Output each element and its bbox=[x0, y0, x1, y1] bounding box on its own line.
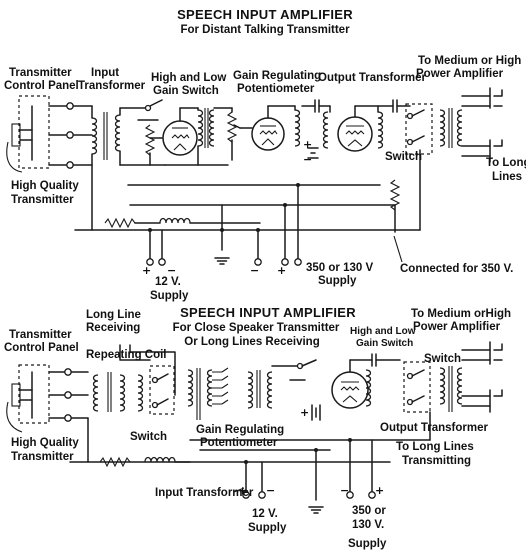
top-label-switch: Switch bbox=[385, 151, 422, 163]
top-title: SPEECH INPUT AMPLIFIER bbox=[177, 7, 353, 22]
top-label-gain-regulating: Gain Regulating bbox=[233, 70, 321, 82]
top-transmitter-control-panel bbox=[6, 95, 50, 173]
bottom-label-potentiometer: Potentiometer bbox=[200, 437, 278, 449]
top-input-transformer bbox=[91, 105, 121, 166]
top-label-power-amp: Power Amplifier bbox=[416, 68, 504, 80]
bottom-label-transmitter: Transmitter bbox=[9, 329, 72, 341]
bottom-output-transformer bbox=[439, 366, 463, 412]
bottom-label-hq-transmitter: Transmitter bbox=[11, 451, 74, 463]
top-label-to-long: To Long bbox=[486, 157, 526, 169]
top-label-output-transformer: Output Transformer bbox=[318, 72, 427, 84]
top-gain-potentiometer bbox=[213, 107, 253, 161]
top-label-input: Input bbox=[91, 67, 119, 79]
bottom-label-350-supply: Supply bbox=[348, 538, 387, 550]
bottom-label-repeating-coil: Repeating Coil bbox=[86, 349, 167, 361]
top-amplifier-diagram: SPEECH INPUT AMPLIFIER For Distant Talki… bbox=[4, 7, 526, 302]
bottom-label-to-long-lines: To Long Lines bbox=[396, 441, 474, 453]
bottom-input-transformer bbox=[187, 367, 229, 420]
bottom-label-12v-supply: Supply bbox=[248, 522, 287, 534]
top-output-transformer bbox=[439, 108, 463, 148]
top-label-high-low: High and Low bbox=[151, 72, 226, 84]
bottom-label-control-panel: Control Panel bbox=[4, 342, 79, 354]
svg-text:+: + bbox=[300, 406, 309, 419]
top-label-12v-supply: Supply bbox=[150, 290, 189, 302]
bottom-label-high-quality: High Quality bbox=[11, 437, 79, 449]
top-label-transmitter: Transmitter bbox=[9, 67, 72, 79]
bottom-label-12v: 12 V. bbox=[252, 508, 278, 520]
top-label-potentiometer: Potentiometer bbox=[237, 83, 315, 95]
bottom-subtitle-1: For Close Speaker Transmitter bbox=[173, 322, 340, 334]
top-label-gain-switch: Gain Switch bbox=[153, 85, 219, 97]
bottom-label-high-low: High and Low bbox=[350, 326, 416, 337]
bottom-right-switch bbox=[403, 361, 431, 413]
top-label-connected-350: Connected for 350 V. bbox=[400, 263, 513, 275]
svg-text:+: + bbox=[142, 264, 151, 277]
top-tube-3 bbox=[337, 105, 373, 152]
top-label-12v: 12 V. bbox=[155, 276, 181, 288]
svg-text:+: + bbox=[238, 484, 247, 497]
bottom-transmitter-control-panel bbox=[6, 364, 50, 433]
top-label-high-quality: High Quality bbox=[11, 180, 79, 192]
svg-text:−: − bbox=[167, 264, 176, 277]
top-label-350v: 350 or 130 V bbox=[306, 262, 373, 274]
svg-text:−: − bbox=[303, 153, 312, 166]
bottom-label-power-amp: Power Amplifier bbox=[413, 321, 501, 333]
svg-text:−: − bbox=[250, 264, 259, 277]
bottom-label-130v: 130 V. bbox=[352, 519, 384, 531]
top-label-lines: Lines bbox=[492, 171, 522, 183]
bottom-left-switch bbox=[149, 365, 175, 415]
top-subtitle: For Distant Talking Transmitter bbox=[180, 24, 350, 36]
bottom-title: SPEECH INPUT AMPLIFIER bbox=[180, 305, 356, 320]
bottom-label-to-medium: To Medium orHigh bbox=[411, 308, 511, 320]
top-tube-1 bbox=[149, 107, 198, 156]
svg-text:+: + bbox=[303, 138, 312, 151]
bottom-repeating-coil bbox=[92, 372, 144, 412]
bottom-label-switch-right: Switch bbox=[424, 353, 461, 365]
bottom-label-gain-regulating: Gain Regulating bbox=[196, 424, 284, 436]
bottom-label-350-or: 350 or bbox=[352, 505, 386, 517]
top-label-transformer: Transformer bbox=[78, 80, 146, 92]
bottom-label-gain-switch: Gain Switch bbox=[356, 338, 413, 349]
svg-text:+: + bbox=[277, 264, 286, 277]
bottom-label-transmitting: Transmitting bbox=[402, 455, 471, 467]
bottom-label-receiving: Receiving bbox=[86, 322, 140, 334]
svg-text:−: − bbox=[340, 484, 349, 497]
bottom-label-input-transformer: Input Transformer bbox=[155, 487, 254, 499]
bottom-subtitle-2: Or Long Lines Receiving bbox=[184, 336, 319, 348]
bottom-amplifier-diagram: SPEECH INPUT AMPLIFIER For Close Speaker… bbox=[4, 305, 511, 550]
svg-text:−: − bbox=[266, 484, 275, 497]
top-tube-2 bbox=[251, 105, 285, 151]
top-output-switch bbox=[405, 103, 433, 155]
top-label-control-panel: Control Panel bbox=[4, 80, 79, 92]
bottom-tube bbox=[331, 359, 369, 409]
bottom-label-long-line: Long Line bbox=[86, 309, 141, 321]
top-label-350v-supply: Supply bbox=[318, 275, 357, 287]
top-label-to-medium: To Medium or High bbox=[418, 55, 521, 67]
top-label-hq-transmitter: Transmitter bbox=[11, 194, 74, 206]
bottom-label-output-transformer: Output Transformer bbox=[380, 422, 489, 434]
svg-text:+: + bbox=[375, 484, 384, 497]
bottom-label-switch-left: Switch bbox=[130, 431, 167, 443]
